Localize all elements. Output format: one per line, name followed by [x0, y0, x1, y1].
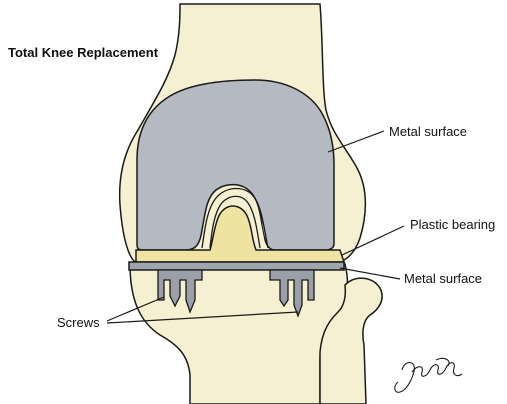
- tibial-metal-tray: [128, 261, 345, 271]
- label-femoral-metal-surface: Metal surface: [389, 124, 468, 139]
- fibula-bone: [319, 277, 383, 404]
- leader-line-femoral: [327, 130, 385, 153]
- diagram-title: Total Knee Replacement: [8, 45, 159, 60]
- leader-line-tray: [339, 267, 401, 280]
- leader-line-screw-right: [106, 311, 299, 324]
- plastic-bearing: [135, 205, 346, 263]
- leader-line-screw-left: [106, 296, 165, 322]
- artist-signature: [394, 357, 463, 393]
- label-tibial-metal-surface: Metal surface: [404, 271, 483, 286]
- screw-right-group: [269, 269, 315, 318]
- label-plastic-bearing: Plastic bearing: [410, 217, 496, 232]
- label-screws: Screws: [57, 315, 100, 330]
- screw-left-group: [157, 269, 203, 314]
- leader-line-plastic: [341, 225, 405, 256]
- notch-outline-inner: [209, 195, 261, 249]
- notch-outline-outer: [201, 187, 269, 249]
